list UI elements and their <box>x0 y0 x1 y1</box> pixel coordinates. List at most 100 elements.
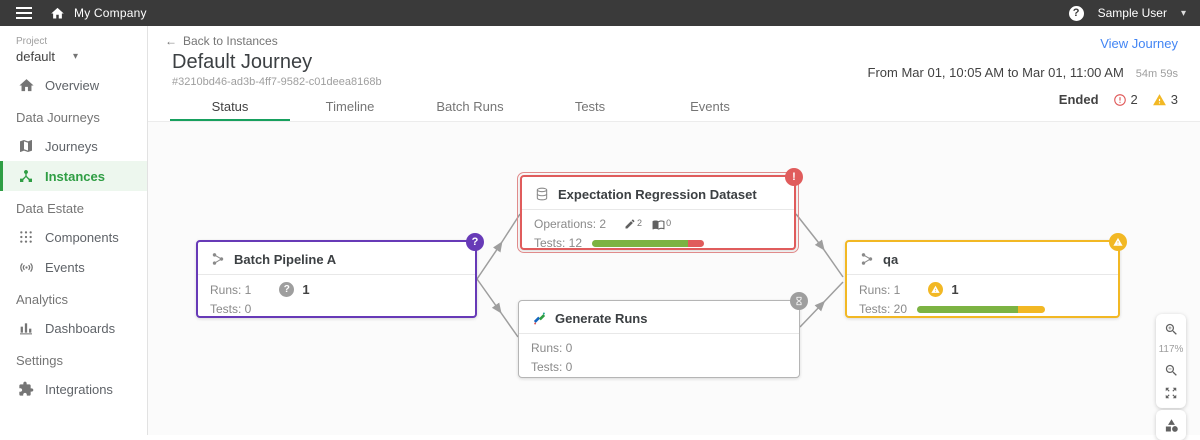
back-to-instances-link[interactable]: ← Back to Instances <box>165 34 278 48</box>
duration: 54m 59s <box>1135 68 1178 80</box>
sidebar-section-settings: Settings <box>16 353 63 368</box>
hub-icon <box>17 167 35 185</box>
node-batch-pipeline-a[interactable]: ? Batch Pipeline A Runs: 1 ? 1 Tests: 0 <box>196 233 484 318</box>
node-qa[interactable]: qa Runs: 1 1 Tests: 20 <box>845 233 1127 318</box>
warning-run-badge <box>928 282 944 297</box>
user-menu[interactable]: Sample User <box>1097 6 1167 20</box>
hamburger-menu-icon[interactable] <box>14 3 34 23</box>
warning-status-badge <box>1109 233 1127 251</box>
back-arrow-icon: ← <box>165 34 177 48</box>
shapes-icon <box>1165 418 1178 432</box>
zoom-in-button[interactable] <box>1163 321 1179 337</box>
home-icon <box>17 76 35 94</box>
sidebar-item-label: Journeys <box>45 138 98 154</box>
warning-icon <box>1152 93 1167 107</box>
tests-label: Tests: 12 <box>534 236 583 250</box>
sidebar-item-dashboards[interactable]: Dashboards <box>0 313 147 343</box>
sidebar-item-label: Instances <box>45 168 105 184</box>
write-operations: 2 <box>624 218 642 230</box>
view-journey-link[interactable]: View Journey <box>1100 36 1178 51</box>
database-icon <box>534 186 550 202</box>
tab-events[interactable]: Events <box>690 99 730 114</box>
map-icon <box>17 137 35 155</box>
share-icon <box>859 251 875 267</box>
grid-dots-icon <box>17 228 35 246</box>
sidebar-item-label: Components <box>45 229 119 245</box>
chevron-down-icon: ▾ <box>73 51 79 62</box>
pencil-icon <box>625 219 635 229</box>
unknown-run-badge: ? <box>279 282 295 297</box>
runs-label: Runs: 1 <box>859 282 901 297</box>
node-title: Batch Pipeline A <box>234 251 337 267</box>
tests-progress-bar <box>592 239 705 247</box>
error-status-badge: ! <box>785 168 803 186</box>
runs-label: Runs: 1 <box>210 282 252 297</box>
node-generate-runs[interactable]: Generate Runs Runs: 0 Tests: 0 <box>518 292 808 378</box>
tests-progress-bar <box>917 305 1046 313</box>
warning-icon <box>931 285 940 293</box>
journey-summary: View Journey From Mar 01, 10:05 AM to Ma… <box>868 36 1178 107</box>
tests-label: Tests: 20 <box>859 302 908 316</box>
sidebar-section-analytics: Analytics <box>16 292 69 307</box>
status-label: Ended <box>1058 92 1099 107</box>
time-range: From Mar 01, 10:05 AM to Mar 01, 11:00 A… <box>867 65 1124 80</box>
topbar: My Company ? Sample User ▾ <box>0 0 1200 26</box>
sidebar-item-label: Events <box>45 259 85 275</box>
sidebar-item-integrations[interactable]: Integrations <box>0 374 147 404</box>
runs-label: Runs: 0 <box>531 341 573 355</box>
zoom-controls: 117% <box>1156 314 1186 408</box>
project-label: Project <box>16 36 48 47</box>
graph-edges <box>476 213 844 338</box>
bar-chart-icon <box>17 319 35 337</box>
book-icon <box>652 219 665 230</box>
sidebar-section-data-estate: Data Estate <box>16 201 84 216</box>
help-icon[interactable]: ? <box>1068 5 1084 21</box>
sidebar-item-overview[interactable]: Overview <box>0 70 147 100</box>
pipeline-tool-icon <box>531 310 547 326</box>
main-content: ← Back to Instances Default Journey #321… <box>148 26 1200 440</box>
error-icon <box>1113 93 1127 107</box>
unknown-status-badge: ? <box>466 233 484 251</box>
node-title: Generate Runs <box>555 310 648 326</box>
sidebar-item-instances[interactable]: Instances <box>0 161 147 191</box>
chevron-down-icon[interactable]: ▾ <box>1180 7 1186 19</box>
project-selector[interactable]: Project default ▾ <box>0 26 147 70</box>
journey-header: ← Back to Instances Default Journey #321… <box>148 26 1200 96</box>
read-operations: 0 <box>652 218 671 231</box>
sidebar-item-label: Dashboards <box>45 320 116 336</box>
share-icon <box>210 251 226 267</box>
tab-timeline[interactable]: Timeline <box>325 99 375 114</box>
tab-tests[interactable]: Tests <box>574 99 606 114</box>
journey-graph-canvas[interactable]: ? Batch Pipeline A Runs: 1 ? 1 Tests: 0 <box>148 122 1200 440</box>
tests-label: Tests: 0 <box>210 302 252 316</box>
zoom-level: 117% <box>1158 344 1184 355</box>
warning-count-stat: 3 <box>1152 92 1178 107</box>
tab-status[interactable]: Status <box>170 96 290 121</box>
tab-bar: Status Timeline Batch Runs Tests Events <box>148 96 1200 122</box>
run-status-count: 1 <box>302 282 310 297</box>
sidebar-item-journeys[interactable]: Journeys <box>0 131 147 161</box>
home-icon[interactable] <box>48 4 66 22</box>
fit-to-screen-button[interactable] <box>1163 385 1179 401</box>
pending-status-badge <box>790 292 808 310</box>
tests-label: Tests: 0 <box>531 360 573 374</box>
broadcast-icon <box>17 258 35 276</box>
company-name: My Company <box>74 6 147 20</box>
instance-id: #3210bd46-ad3b-4ff7-9582-c01deea8168b <box>172 76 382 88</box>
node-expectation-regression-dataset[interactable]: ! Expectation Regression Dataset Operati… <box>517 168 803 253</box>
operations-label: Operations: 2 <box>534 217 607 231</box>
node-title: qa <box>883 251 899 267</box>
hourglass-icon <box>796 296 802 306</box>
tab-batch-runs[interactable]: Batch Runs <box>436 99 504 114</box>
sidebar-section-data-journeys: Data Journeys <box>16 110 100 125</box>
legend-shapes-button[interactable] <box>1156 410 1186 440</box>
sidebar: Project default ▾ Overview Data Journeys… <box>0 26 148 435</box>
sidebar-item-events[interactable]: Events <box>0 252 147 282</box>
project-value: default <box>16 49 56 64</box>
warning-icon <box>1113 237 1123 246</box>
zoom-out-button[interactable] <box>1163 362 1179 378</box>
puzzle-icon <box>17 380 35 398</box>
sidebar-item-components[interactable]: Components <box>0 222 147 252</box>
run-warning-count: 1 <box>951 282 959 297</box>
error-count-stat: 2 <box>1113 92 1138 107</box>
